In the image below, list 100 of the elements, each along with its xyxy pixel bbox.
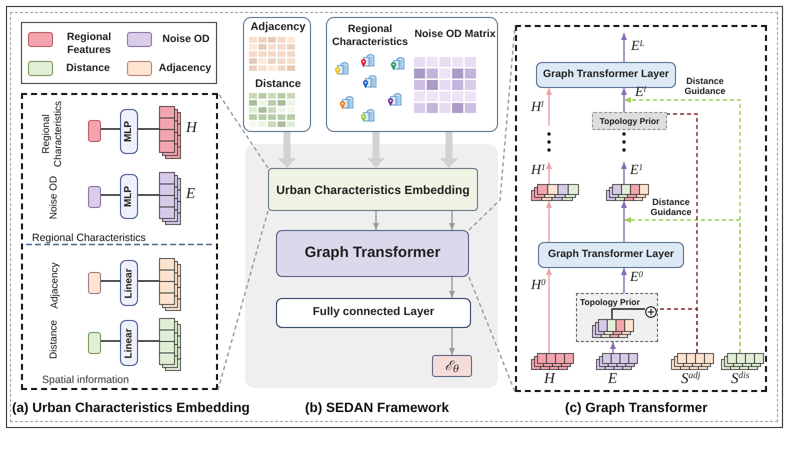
variable-label: S$^{dis}$ — [731, 372, 750, 387]
feature-tile — [88, 120, 101, 142]
variable-label: H — [186, 121, 197, 136]
block-arrow — [278, 132, 296, 168]
block-label: Topology Prior — [600, 116, 660, 126]
mlp-block — [120, 109, 138, 154]
connector-line — [101, 280, 120, 282]
variable-label: H — [544, 372, 555, 387]
tile-stack — [531, 184, 579, 201]
dashed-panel — [515, 25, 767, 392]
block-label: Graph Transformer — [304, 243, 440, 264]
arrow — [621, 162, 627, 184]
section-title: Regional Characteristics — [32, 233, 147, 244]
edge-label: Distance Guidance — [649, 197, 692, 218]
edge-label: Distance Guidance — [683, 76, 726, 97]
variable-label: H$^{0}$ — [531, 279, 546, 293]
row-label: Adjacency — [50, 260, 62, 310]
module-label: Topology Prior — [580, 298, 641, 306]
topology-prior-block — [592, 112, 667, 130]
arrow — [546, 162, 552, 184]
panel-caption: (b) SEDAN Framework — [305, 401, 450, 414]
transformer-layer-block — [538, 242, 684, 268]
transformer-layer-block — [536, 62, 676, 88]
connector-line — [138, 340, 159, 342]
block-label: MLP — [122, 120, 136, 142]
connector-line — [101, 128, 120, 130]
tile-stack — [159, 106, 181, 159]
block-arrow — [440, 132, 458, 168]
legend-label: Regional Features — [66, 31, 112, 56]
feature-tile — [88, 186, 101, 208]
tile-stack — [671, 353, 714, 370]
arrow — [449, 277, 455, 298]
tile-stack — [592, 319, 634, 338]
block-label: Urban Characteristics Embedding — [276, 182, 470, 198]
connector-line — [138, 280, 159, 282]
feature-tile — [88, 272, 101, 294]
panel-caption: (c) Graph Transformer — [565, 401, 708, 414]
arrow — [546, 201, 552, 242]
dashed-line — [217, 210, 269, 390]
tile-stack — [159, 172, 181, 225]
mlp-block — [120, 174, 138, 219]
tile-stack — [159, 258, 181, 311]
card-title: Noise OD Matrix — [413, 28, 497, 41]
variable-label: H$^{l}$ — [531, 101, 544, 115]
arrow — [621, 268, 627, 293]
output-block — [432, 355, 472, 377]
arrow — [449, 328, 455, 355]
variable-label: E$^{l}$ — [635, 86, 646, 100]
panel-caption: (a) Urban Characteristics Embedding — [12, 401, 250, 414]
arrow — [621, 88, 627, 100]
tile-stack — [606, 184, 649, 201]
block-label: Graph Transformer Layer — [548, 247, 674, 262]
tile-stack — [721, 353, 764, 370]
connector-line — [101, 194, 120, 196]
arrow — [546, 268, 552, 353]
plus-operator-icon — [645, 306, 657, 318]
block-label: MLP — [122, 186, 136, 208]
block-label: Graph Transformer Layer — [542, 67, 670, 82]
connector-line — [623, 220, 625, 242]
arrow — [373, 211, 379, 230]
block-label: Linear — [122, 268, 136, 298]
framework-panel — [245, 144, 498, 388]
arrow — [610, 342, 616, 353]
arrow — [546, 88, 552, 126]
connector-line — [138, 128, 159, 130]
block-label: Linear — [122, 328, 136, 358]
variable-label: E$^{1}$ — [630, 164, 643, 178]
legend-label: Noise OD — [161, 33, 211, 46]
arrow — [621, 33, 627, 62]
dashed-line — [468, 276, 516, 392]
fc-layer-block — [276, 298, 471, 328]
legend-label: Adjacency — [158, 62, 212, 75]
arrow — [449, 211, 455, 230]
connector-line — [101, 340, 120, 342]
tile-stack — [159, 318, 181, 371]
connector-line — [623, 100, 625, 112]
card-title: Distance — [254, 79, 302, 90]
embedding-module — [268, 168, 478, 211]
variable-label: H$^{1}$ — [531, 164, 546, 178]
section-title: Spatial information — [42, 375, 130, 386]
dashed-line — [468, 24, 516, 230]
row-label: Regional Characteristics — [41, 100, 65, 170]
variable-label: E — [186, 187, 196, 202]
variable-label: S$^{adj}$ — [681, 372, 700, 387]
connector-line — [138, 194, 159, 196]
block-arrow — [367, 132, 385, 168]
variable-label: E$^{L}$ — [631, 40, 644, 54]
transformer-module — [276, 230, 469, 277]
legend-label: Distance — [65, 62, 111, 75]
dashed-line — [217, 92, 269, 168]
card-title: Regional Characteristics — [331, 23, 409, 48]
block-label: ℰ$_{θ}$ — [445, 360, 459, 372]
block-label: Fully connected Layer — [312, 305, 434, 320]
row-label: Distance — [48, 318, 60, 360]
topology-prior-block — [576, 293, 658, 342]
dashed-line — [657, 308, 698, 353]
variable-label: E — [608, 372, 618, 387]
dashed-panel — [21, 93, 218, 390]
tile-stack — [596, 353, 638, 370]
feature-tile — [88, 332, 101, 354]
